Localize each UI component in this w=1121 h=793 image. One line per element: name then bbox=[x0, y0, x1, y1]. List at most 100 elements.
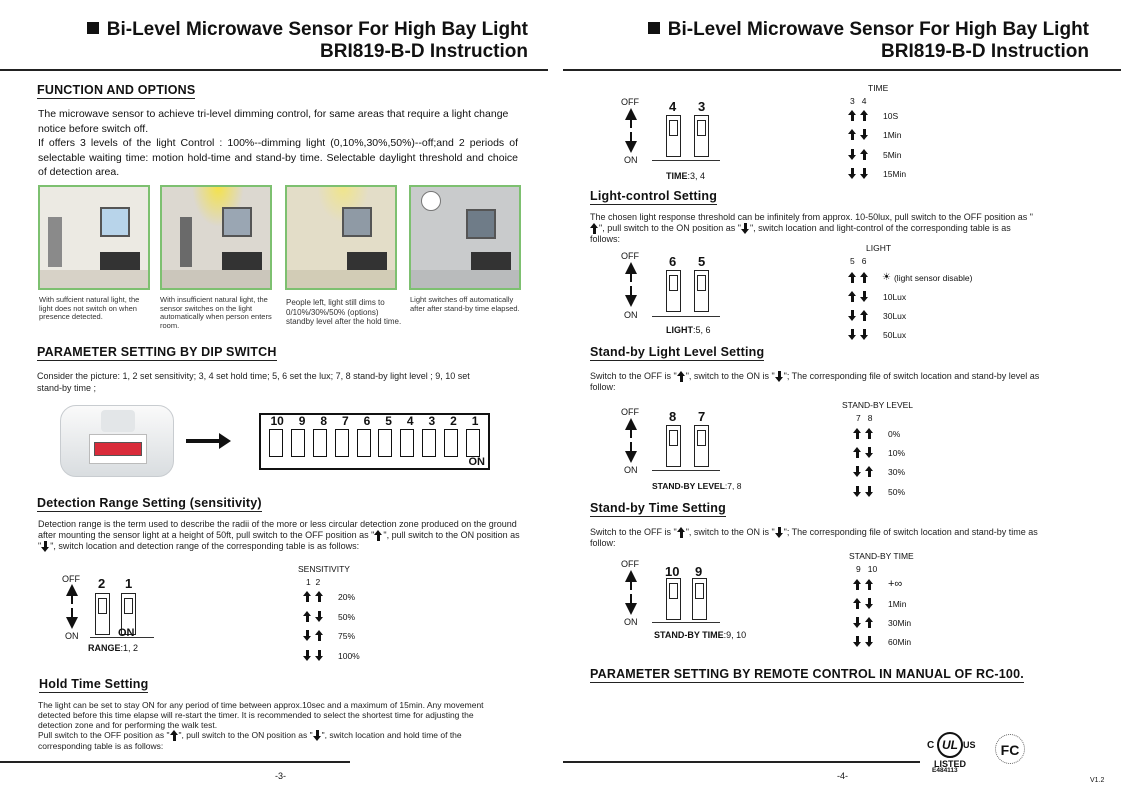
arrow-up-icon bbox=[860, 310, 869, 321]
switch-number: 7 bbox=[698, 409, 706, 424]
arrow-down-icon bbox=[41, 540, 50, 552]
header-model: BRI819-B-D Instruction bbox=[320, 41, 528, 62]
on-label: ON bbox=[624, 310, 638, 320]
off-label: OFF bbox=[621, 97, 639, 107]
arrow-down-icon bbox=[860, 168, 869, 179]
switch-9 bbox=[692, 578, 707, 620]
arrow-down-icon bbox=[303, 650, 312, 661]
window-icon bbox=[466, 209, 496, 239]
time-label: TIME:3, 4 bbox=[666, 171, 706, 181]
arrow-down-icon bbox=[315, 650, 324, 661]
person-icon bbox=[48, 217, 62, 267]
header-title: Bi-Level Microwave Sensor For High Bay L… bbox=[106, 19, 528, 40]
off-on-arrow-icon bbox=[625, 108, 637, 153]
header-left: Bi-Level Microwave Sensor For High Bay L… bbox=[8, 19, 528, 63]
arrow-up-icon bbox=[860, 272, 869, 283]
arrow-up-icon bbox=[848, 110, 857, 121]
standby-level-table-cols: 7 8 bbox=[856, 413, 873, 423]
detection-text: Detection range is the term used to desc… bbox=[38, 519, 520, 552]
light-label: LIGHT:5, 6 bbox=[666, 325, 711, 335]
arrow-down-icon bbox=[853, 617, 862, 628]
desk-icon bbox=[222, 252, 262, 272]
person-icon bbox=[180, 217, 192, 267]
desk-icon bbox=[347, 252, 387, 272]
light-row: 50Lux bbox=[848, 329, 906, 340]
sensitivity-row: 100% bbox=[303, 650, 360, 661]
switch-8 bbox=[666, 425, 681, 467]
desk-icon bbox=[471, 252, 511, 272]
standby-level-table-title: STAND-BY LEVEL bbox=[842, 400, 914, 410]
off-on-arrow-icon bbox=[66, 584, 78, 629]
arrow-down-icon bbox=[865, 447, 874, 458]
on-label: ON bbox=[65, 631, 79, 641]
window-icon bbox=[222, 207, 252, 237]
light-row: ☀(light sensor disable) bbox=[848, 272, 972, 283]
switch-number: 5 bbox=[698, 254, 706, 269]
off-on-arrow-icon bbox=[625, 418, 637, 463]
light-row: 30Lux bbox=[848, 310, 906, 321]
sensitivity-table-cols: 1 2 bbox=[306, 577, 321, 587]
clock-icon bbox=[421, 191, 441, 211]
dip-switch-red bbox=[94, 442, 142, 456]
switch-10 bbox=[666, 578, 681, 620]
time-table-title: TIME bbox=[868, 83, 889, 93]
dip-switch-slot bbox=[334, 429, 349, 457]
sensitivity-table-title: SENSITIVITY bbox=[298, 564, 350, 574]
arrow-up-icon bbox=[865, 578, 874, 590]
dip-text: Consider the picture: 1, 2 set sensitivi… bbox=[37, 371, 470, 393]
off-on-arrow-icon bbox=[625, 262, 637, 307]
switch-number: 3 bbox=[698, 99, 706, 114]
arrow-up-icon bbox=[848, 272, 857, 283]
standby-time-row: 30Min bbox=[853, 617, 911, 628]
arrow-down-icon bbox=[740, 222, 750, 234]
arrow-down-icon bbox=[860, 329, 869, 340]
switch-5 bbox=[694, 270, 709, 312]
time-table-cols: 3 4 bbox=[850, 96, 867, 106]
square-bullet-icon bbox=[647, 22, 660, 34]
window-icon bbox=[342, 207, 372, 237]
on-label: ON bbox=[624, 155, 638, 165]
dip-title: PARAMETER SETTING BY DIP SWITCH bbox=[37, 345, 277, 361]
sensitivity-row: 50% bbox=[303, 611, 355, 622]
header-rule-left bbox=[0, 69, 548, 71]
off-label: OFF bbox=[621, 559, 639, 569]
scene-off bbox=[409, 185, 521, 290]
standby-time-row: 1Min bbox=[853, 598, 906, 609]
arrow-down-icon bbox=[774, 527, 784, 539]
dip-switch-slot bbox=[312, 429, 327, 457]
arrow-up-icon bbox=[169, 730, 179, 742]
standby-time-table-cols: 9 10 bbox=[856, 564, 878, 574]
standby-time-label: STAND-BY TIME:9, 10 bbox=[654, 630, 747, 640]
ul-file-number: E484113 bbox=[932, 767, 958, 774]
remote-title: PARAMETER SETTING BY REMOTE CONTROL IN M… bbox=[590, 667, 1024, 683]
switch-number: 4 bbox=[669, 99, 677, 114]
switch-1 bbox=[121, 593, 136, 635]
arrow-up-icon bbox=[860, 149, 869, 160]
dip-on-label: ON bbox=[468, 456, 486, 468]
header-model: BRI819-B-D Instruction bbox=[881, 41, 1089, 62]
off-label: OFF bbox=[621, 407, 639, 417]
sensitivity-row: 75% bbox=[303, 630, 355, 641]
footer-rule-left bbox=[0, 761, 350, 763]
switch-2 bbox=[95, 593, 110, 635]
arrow-right-icon bbox=[186, 439, 219, 443]
arrow-down-icon bbox=[853, 636, 862, 647]
switch-3 bbox=[694, 115, 709, 157]
range-label: RANGE:1, 2 bbox=[88, 643, 139, 653]
hold-title: Hold Time Setting bbox=[39, 677, 149, 693]
arrow-up-icon bbox=[374, 529, 383, 541]
arrow-up-icon bbox=[315, 591, 324, 602]
standby-time-table-title: STAND-BY TIME bbox=[849, 551, 914, 561]
arrow-up-icon bbox=[303, 611, 312, 622]
caption-4: Light switches off automatically after a… bbox=[410, 295, 520, 313]
arrow-down-icon bbox=[848, 310, 857, 321]
caption-1: With suffcient natural light, the light … bbox=[39, 295, 140, 321]
square-bullet-icon bbox=[86, 22, 99, 34]
switch-number: 2 bbox=[98, 576, 106, 591]
light-text: The chosen light response threshold can … bbox=[590, 212, 1033, 244]
hold-text: The light can be set to stay ON for any … bbox=[38, 700, 484, 752]
sensitivity-row: 20% bbox=[303, 591, 355, 602]
time-row: 10S bbox=[848, 110, 898, 121]
